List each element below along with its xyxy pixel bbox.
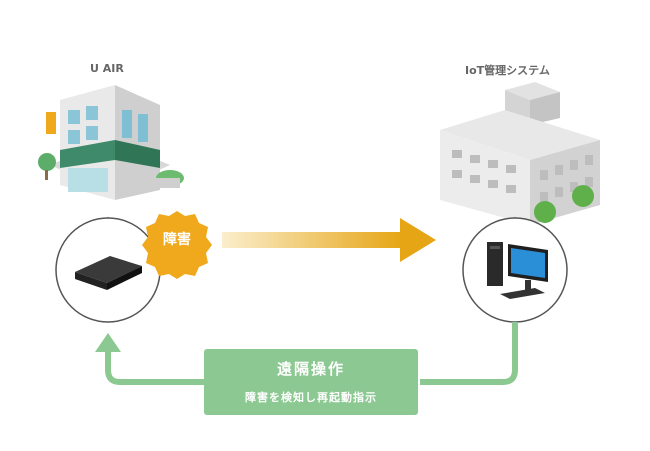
store-label: U AIR (90, 62, 124, 75)
pc-circle (462, 216, 568, 323)
remote-operation-title: 遠隔操作 (276, 360, 345, 378)
remote-operation-box: 遠隔操作 障害を検知し再起動指示 (204, 349, 418, 415)
router-device-circle (55, 216, 161, 323)
remote-operation-path (95, 322, 518, 385)
desktop-pc-icon (487, 242, 548, 299)
store-building-icon (38, 85, 184, 200)
fault-badge: 障害 (163, 232, 191, 248)
iot-system-label: IoT管理システム (465, 64, 550, 77)
fault-arrow (222, 218, 436, 262)
office-building-icon (440, 82, 600, 225)
router-device-icon (75, 256, 142, 290)
fault-burst-icon (142, 211, 212, 279)
remote-operation-subtitle: 障害を検知し再起動指示 (245, 391, 377, 404)
